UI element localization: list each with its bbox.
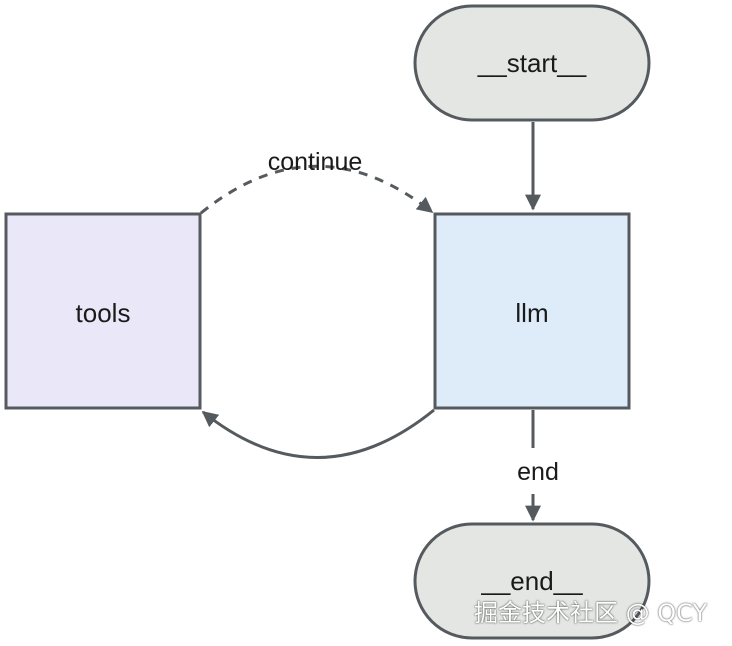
node-tools-shape [4, 212, 202, 410]
node-start-label: __start__ [477, 48, 587, 78]
node-end-label: __end__ [480, 566, 583, 596]
watermark-text: 掘金技术社区 @ QCY [474, 599, 708, 627]
node-start[interactable]: __start__ [413, 4, 651, 122]
node-tools-label: tools [76, 298, 131, 328]
edge-label-continue: continue [268, 148, 363, 176]
node-end[interactable]: __end__ [413, 522, 651, 640]
node-llm-label: llm [515, 298, 548, 328]
edge-label-end: end [517, 458, 559, 486]
node-tools[interactable]: tools [4, 212, 202, 410]
node-llm[interactable]: llm [433, 212, 631, 410]
edge-llm-to-tools [201, 408, 435, 459]
edge-tools-to-llm [200, 164, 434, 215]
node-llm-shape [433, 212, 631, 410]
node-end-shape [413, 522, 651, 640]
node-start-shape [413, 4, 651, 122]
